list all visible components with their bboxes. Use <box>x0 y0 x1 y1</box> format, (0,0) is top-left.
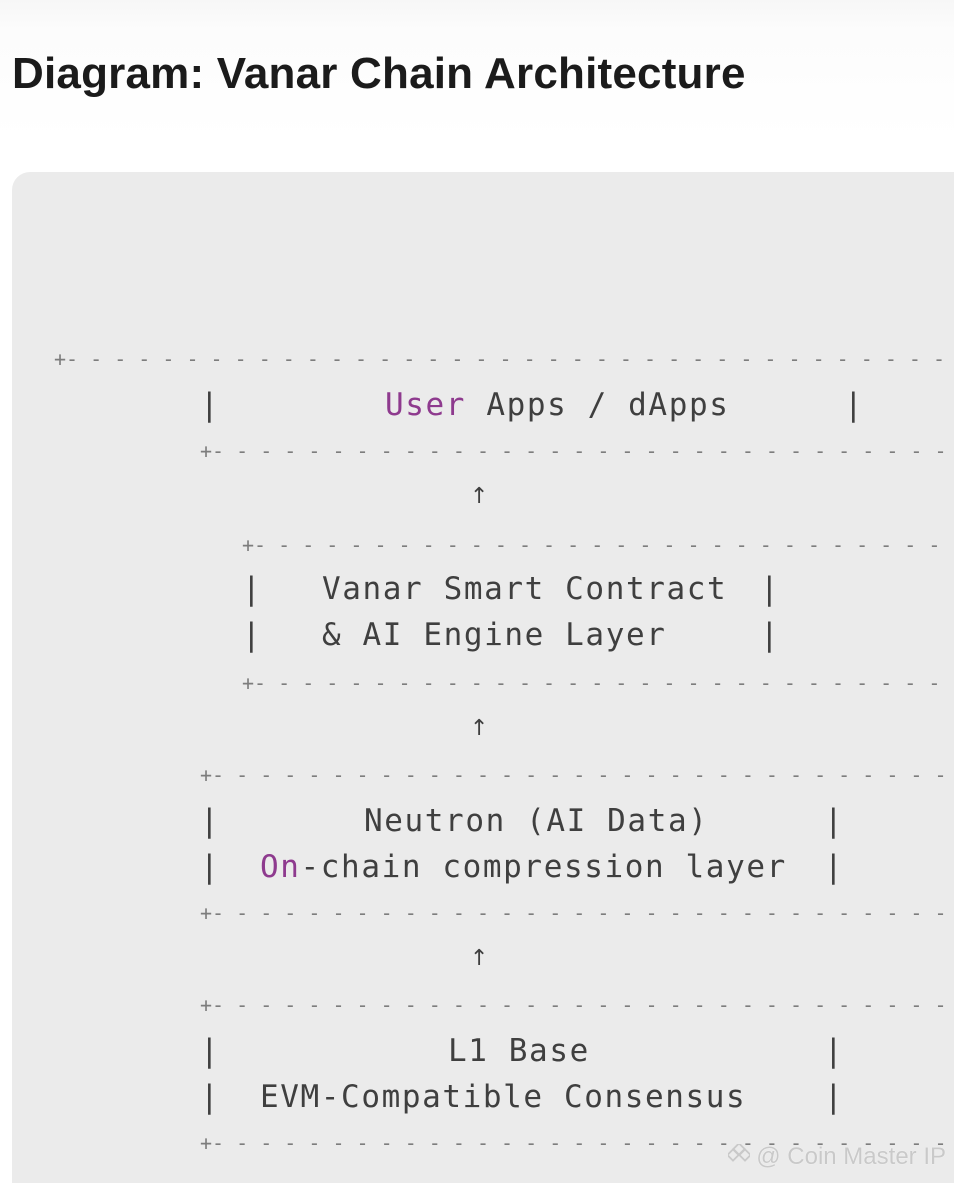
box-border-top: +- - - - - - - - - - - - - - - - - - - -… <box>54 347 946 371</box>
box-border-top: +- - - - - - - - - - - - - - - - - - - -… <box>200 763 947 787</box>
box-side-left: | <box>200 387 221 423</box>
box-border-bottom: +- - - - - - - - - - - - - - - - - - - -… <box>200 901 947 925</box>
watermark: @ Coin Master IP <box>726 1142 946 1173</box>
up-arrow-icon: ↑ <box>470 946 489 971</box>
box-side-left: | <box>242 571 263 607</box>
layer-user-apps-rest: Apps / dApps <box>466 387 730 423</box>
watermark-text: @ Coin Master IP <box>756 1143 946 1170</box>
page-title: Diagram: Vanar Chain Architecture <box>12 49 746 98</box>
box-side-right: | <box>760 617 781 653</box>
box-side-right: | <box>824 1033 845 1069</box>
box-side-right: | <box>824 1079 845 1115</box>
box-border-top: +- - - - - - - - - - - - - - - - - - - -… <box>242 533 954 557</box>
layer-neutron-line1: Neutron (AI Data) <box>364 803 709 839</box>
layer-neutron-rest: -chain compression layer <box>300 849 787 885</box>
box-side-left: | <box>200 803 221 839</box>
box-side-left: | <box>242 617 263 653</box>
box-side-right: | <box>824 849 845 885</box>
box-border-bottom: +- - - - - - - - - - - - - - - - - - - -… <box>200 1131 947 1155</box>
layer-user-apps-highlight: User <box>385 387 467 423</box>
box-border-bottom: +- - - - - - - - - - - - - - - - - - - -… <box>200 439 947 463</box>
up-arrow-icon: ↑ <box>470 484 489 509</box>
up-arrow-icon: ↑ <box>470 716 489 741</box>
box-side-left: | <box>200 1079 221 1115</box>
box-side-right: | <box>844 387 865 423</box>
layer-smart-contract-line2: & AI Engine Layer <box>322 617 667 653</box>
layer-l1-base-line1: L1 Base <box>448 1033 590 1069</box>
box-border-bottom: +- - - - - - - - - - - - - - - - - - - -… <box>242 671 954 695</box>
box-side-left: | <box>200 1033 221 1069</box>
box-side-right: | <box>760 571 781 607</box>
layer-neutron-line2: On-chain compression layer <box>260 844 787 890</box>
box-side-right: | <box>824 803 845 839</box>
layer-smart-contract-line1: Vanar Smart Contract <box>322 571 728 607</box>
box-side-left: | <box>200 849 221 885</box>
box-border-top: +- - - - - - - - - - - - - - - - - - - -… <box>200 993 947 1017</box>
layer-l1-base-line2: EVM-Compatible Consensus <box>260 1079 747 1115</box>
code-block <box>12 172 954 1183</box>
diamond-logo-icon <box>726 1142 753 1173</box>
layer-user-apps: User Apps / dApps <box>385 382 730 428</box>
layer-neutron-highlight: On <box>260 849 301 885</box>
